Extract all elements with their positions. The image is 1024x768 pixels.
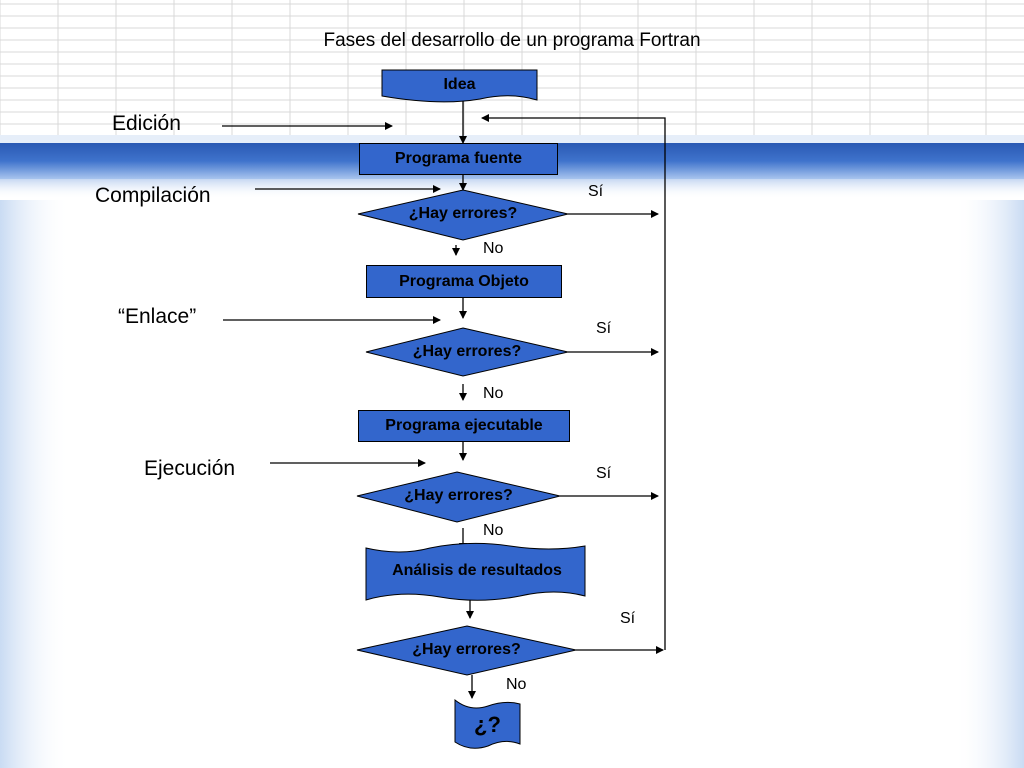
decision-diamond-1 (357, 189, 569, 241)
decision-diamond-2 (365, 327, 569, 377)
branch-no-2: No (483, 385, 504, 402)
node-idea-label: Idea (443, 76, 476, 93)
idea-shape (381, 69, 538, 103)
branch-no-4: No (506, 676, 527, 693)
phase-label-enlace: “Enlace” (118, 305, 197, 328)
phase-label-edicion: Edición (112, 112, 181, 135)
decision-3-label: ¿Hay errores? (404, 487, 513, 504)
branch-yes-1: Sí (588, 183, 604, 200)
node-programa-ejecutable: Programa ejecutable (358, 410, 570, 442)
node-analisis-label: Análisis de resultados (392, 562, 562, 579)
feedback-loop-line (481, 114, 666, 650)
analisis-shape (365, 542, 586, 601)
decision-diamond-3 (356, 471, 561, 523)
slide-title: Fases del desarrollo de un programa Fort… (323, 30, 701, 51)
branch-no-1: No (483, 240, 504, 257)
decision-diamond-4 (356, 625, 577, 676)
branch-yes-3: Sí (596, 465, 612, 482)
branch-yes-4: Sí (620, 610, 636, 627)
node-programa-objeto: Programa Objeto (366, 265, 562, 298)
decision-4-label: ¿Hay errores? (412, 641, 521, 658)
phase-label-ejecucion: Ejecución (144, 457, 236, 480)
decision-1-label: ¿Hay errores? (408, 205, 518, 222)
phase-label-compilacion: Compilación (95, 184, 211, 207)
branch-yes-2: Sí (596, 320, 612, 337)
branch-no-3: No (483, 522, 504, 539)
final-shape (454, 698, 521, 749)
node-programa-fuente: Programa fuente (359, 143, 558, 175)
decision-2-label: ¿Hay errores? (412, 343, 522, 360)
node-final-label: ¿? (474, 712, 501, 737)
